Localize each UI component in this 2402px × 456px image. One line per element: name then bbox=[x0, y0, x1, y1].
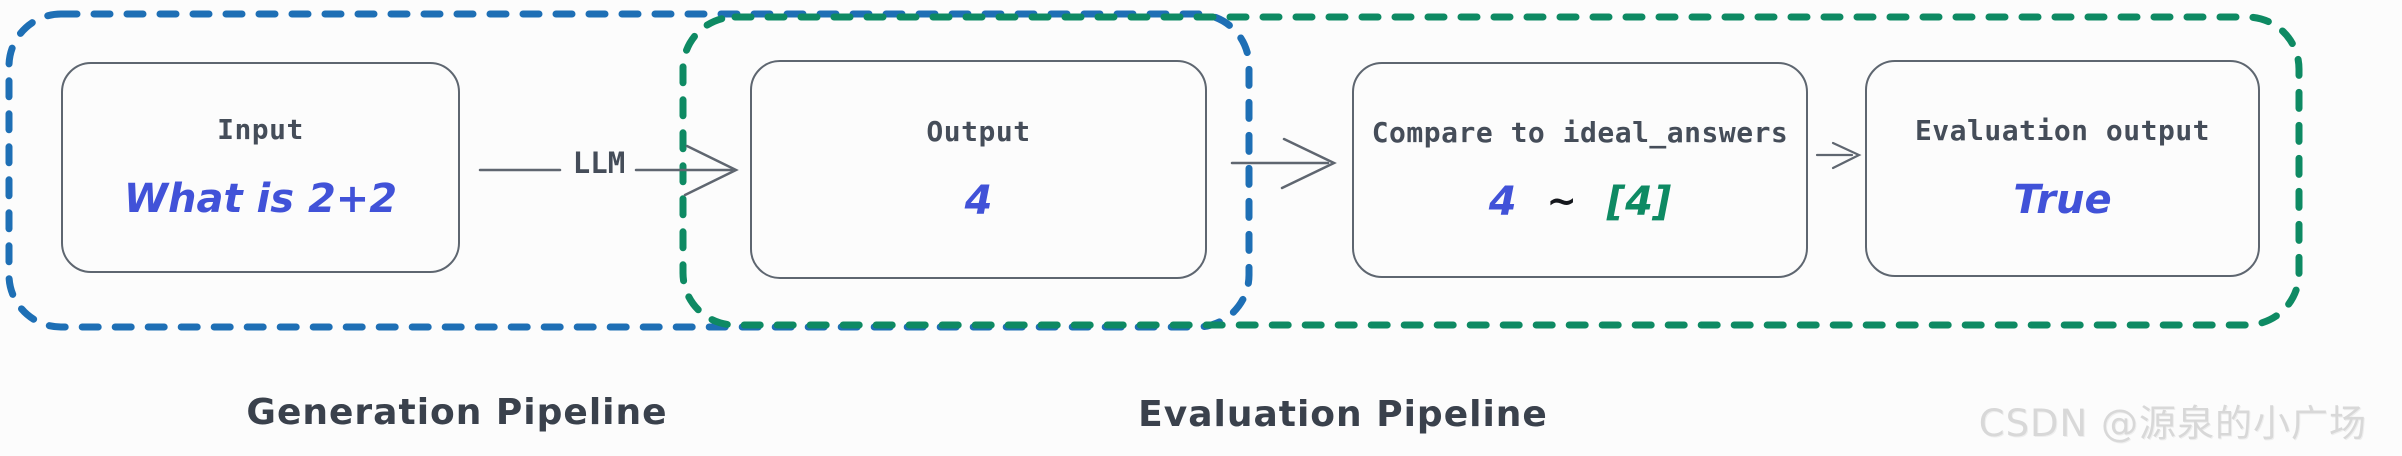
output-box-title: Output bbox=[926, 115, 1031, 148]
compare-ideal-value: [4] bbox=[1606, 178, 1672, 225]
generation-pipeline-outline bbox=[5, 10, 1253, 331]
evaluation-output-box: Evaluation output True bbox=[1865, 60, 2260, 277]
compare-box: Compare to ideal_answers 4 ~ [4] bbox=[1352, 62, 1808, 278]
evaluation-pipeline-label: Evaluation Pipeline bbox=[1138, 394, 1548, 435]
arrow-compare-to-eval bbox=[1815, 141, 1862, 170]
evaluation-output-box-title: Evaluation output bbox=[1914, 114, 2211, 147]
input-box-title: Input bbox=[217, 113, 304, 146]
generation-pipeline-label: Generation Pipeline bbox=[246, 392, 668, 433]
evaluation-output-box-value: True bbox=[2013, 177, 2112, 223]
compare-actual-value: 4 bbox=[1488, 178, 1517, 225]
csdn-watermark: CSDN @源泉的小广场 bbox=[1978, 402, 2367, 445]
output-box-value: 4 bbox=[964, 178, 993, 224]
arrow-output-to-compare bbox=[1230, 137, 1337, 190]
llm-arrow-label: LLM bbox=[572, 146, 626, 180]
compare-box-title: Compare to ideal_answers bbox=[1371, 115, 1789, 149]
tilde-operator: ~ bbox=[1546, 181, 1577, 222]
compare-box-value: 4 ~ [4] bbox=[1489, 179, 1671, 225]
input-box: Input What is 2+2 bbox=[61, 62, 460, 273]
input-box-value: What is 2+2 bbox=[123, 176, 398, 222]
arrow-input-to-output bbox=[478, 144, 739, 197]
output-box: Output 4 bbox=[750, 60, 1207, 279]
